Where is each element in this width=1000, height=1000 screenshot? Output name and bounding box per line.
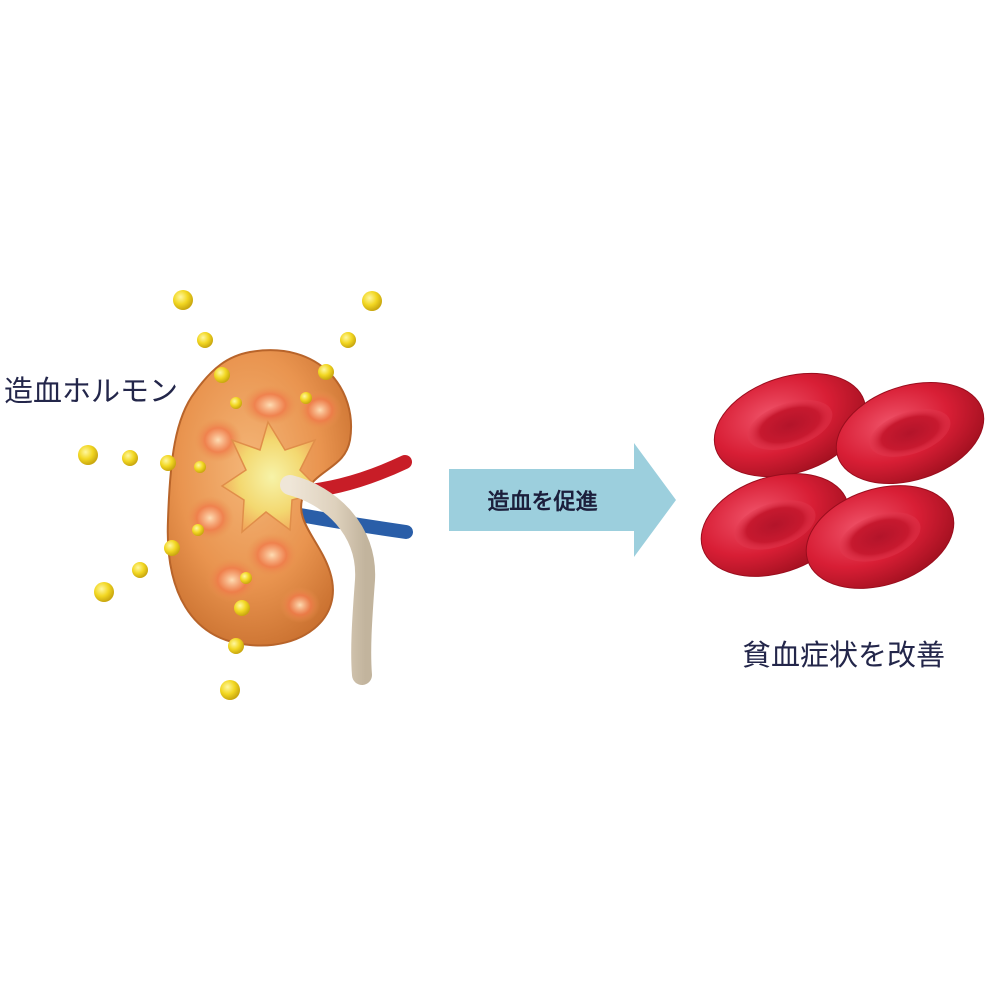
hormone-dot	[318, 364, 334, 380]
hormone-dot	[94, 582, 114, 602]
hormone-dot	[228, 638, 244, 654]
red-blood-cells-illustration	[700, 372, 985, 589]
arrow-label: 造血を促進	[487, 490, 598, 515]
hormone-dot	[214, 367, 230, 383]
hormone-dot	[362, 291, 382, 311]
hormone-dot	[340, 332, 356, 348]
blood-cell	[805, 485, 955, 589]
hormone-dot	[230, 397, 242, 409]
hormone-dot	[197, 332, 213, 348]
promote-arrow	[449, 443, 676, 557]
hormone-dot	[240, 572, 252, 584]
hormone-dot	[300, 392, 312, 404]
hormone-dot	[173, 290, 193, 310]
hormone-dot	[194, 461, 206, 473]
hormone-dot	[122, 450, 138, 466]
result-label: 貧血症状を改善	[742, 638, 946, 672]
hormone-dot	[234, 600, 250, 616]
ureter	[280, 475, 376, 685]
hormone-label: 造血ホルモン	[4, 374, 179, 408]
hormone-dot	[192, 524, 204, 536]
hormone-particles	[78, 290, 382, 700]
blood-cell	[713, 372, 867, 478]
blood-cell	[835, 382, 985, 484]
hormone-dot	[220, 680, 240, 700]
hormone-dot	[132, 562, 148, 578]
hormone-dot	[164, 540, 180, 556]
hormone-dot	[160, 455, 176, 471]
hormone-dot	[78, 445, 98, 465]
kidney-illustration	[166, 349, 376, 685]
renal-pelvis	[220, 420, 324, 534]
